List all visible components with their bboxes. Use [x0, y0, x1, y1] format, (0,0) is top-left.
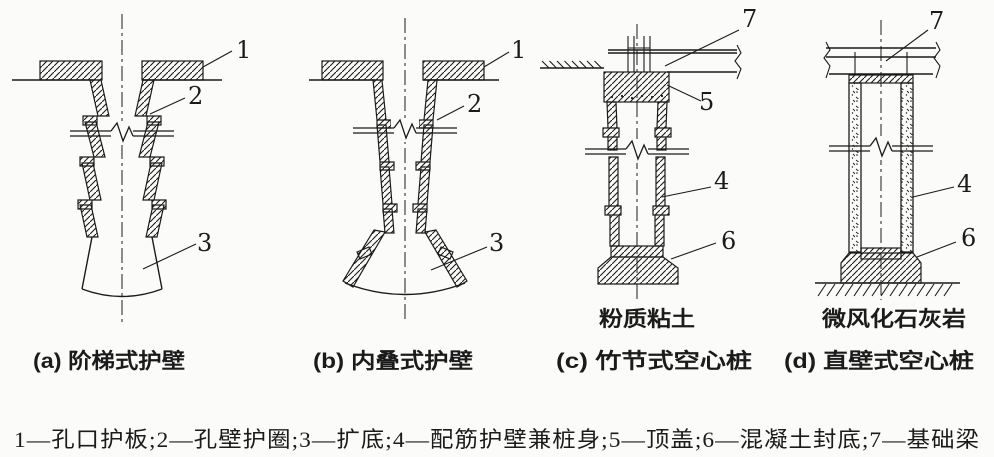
callout-1: 1: [511, 36, 526, 64]
top-plate-right: [422, 60, 485, 81]
column-stub: [627, 36, 651, 72]
top-cap: [603, 71, 670, 103]
panel-b: 1 2 3 (b) 内叠式护壁: [309, 18, 526, 373]
callout-6: 6: [721, 227, 736, 255]
callout-2: 2: [467, 90, 482, 118]
beam-break-left: [823, 41, 831, 79]
caption-b: (b) 内叠式护壁: [313, 349, 473, 373]
bell-wall-right: [424, 229, 468, 288]
caption-c: (c) 竹节式空心桩: [556, 349, 752, 373]
caption-d: (d) 直壁式空心桩: [784, 349, 974, 373]
nested-wall-right: [412, 79, 438, 234]
callout-7: 7: [929, 7, 944, 35]
rock-label-d: 微风化石灰岩: [821, 307, 966, 331]
wall-posts: [854, 52, 908, 75]
leader-2: [149, 97, 186, 115]
beam-break-right: [933, 41, 941, 79]
bell-bottom-arc: [344, 282, 466, 296]
callout-1: 1: [236, 36, 251, 64]
stepped-wall-right: [134, 79, 167, 238]
caption-a: (a) 阶梯式护壁: [33, 349, 185, 373]
cap-dot-texture: [610, 94, 664, 100]
callout-4: 4: [957, 170, 972, 198]
top-plate-right: [141, 60, 204, 81]
soil-label-c: 粉质粘土: [599, 308, 695, 331]
callout-3: 3: [197, 229, 212, 257]
break-symbol: [584, 138, 690, 164]
stepped-wall-left: [77, 79, 110, 238]
bamboo-wall-left: [602, 101, 622, 247]
figure-legend: 1—孔口护板;2—孔壁护圈;3—扩底;4—配筋护壁兼桩身;5—顶盖;6—混凝土封…: [14, 427, 980, 452]
leader-4: [661, 186, 712, 198]
foundation-beam: [608, 49, 737, 73]
concrete-seal-block: [840, 252, 922, 284]
panel-d: 7 4 6 微风化石灰岩 (d) 直壁式空心桩: [784, 7, 976, 373]
leader-4: [912, 186, 955, 198]
leader-2: [436, 105, 465, 121]
leader-6: [670, 242, 717, 260]
seal-band: [610, 245, 664, 258]
top-plate-left: [39, 60, 103, 81]
break-symbol: [828, 135, 934, 161]
straight-wall-left: [848, 82, 862, 253]
ground-hatch: [541, 60, 602, 69]
foundation-beam: [826, 47, 936, 75]
leader-3: [430, 246, 488, 271]
top-plate-left: [321, 60, 384, 81]
leader-7: [664, 29, 740, 67]
leader-3: [142, 243, 197, 270]
beam-break-end: [734, 44, 742, 80]
top-cap-band: [848, 74, 914, 84]
callout-6: 6: [961, 224, 976, 252]
concrete-seal-block: [597, 256, 679, 285]
callout-3: 3: [489, 229, 504, 257]
straight-wall-right: [900, 82, 914, 253]
leader-1: [483, 51, 510, 68]
nested-wall-left: [372, 79, 398, 234]
callout-7: 7: [742, 5, 757, 33]
bamboo-wall-right: [652, 101, 672, 247]
rock-hatch: [817, 283, 953, 297]
panel-c: 7 5 4 6 粉质粘土 (c) 竹节式空心桩: [540, 5, 757, 373]
leader-5: [666, 84, 702, 102]
bell-wall-left: [342, 229, 386, 288]
callout-4: 4: [714, 167, 729, 195]
leader-6: [916, 241, 957, 258]
leader-7: [885, 29, 929, 62]
break-symbol: [352, 117, 458, 143]
panel-a: 1 2 3 (a) 阶梯式护壁: [12, 14, 251, 373]
callout-5: 5: [699, 88, 714, 116]
leader-1: [202, 50, 233, 68]
callout-2: 2: [188, 82, 203, 110]
